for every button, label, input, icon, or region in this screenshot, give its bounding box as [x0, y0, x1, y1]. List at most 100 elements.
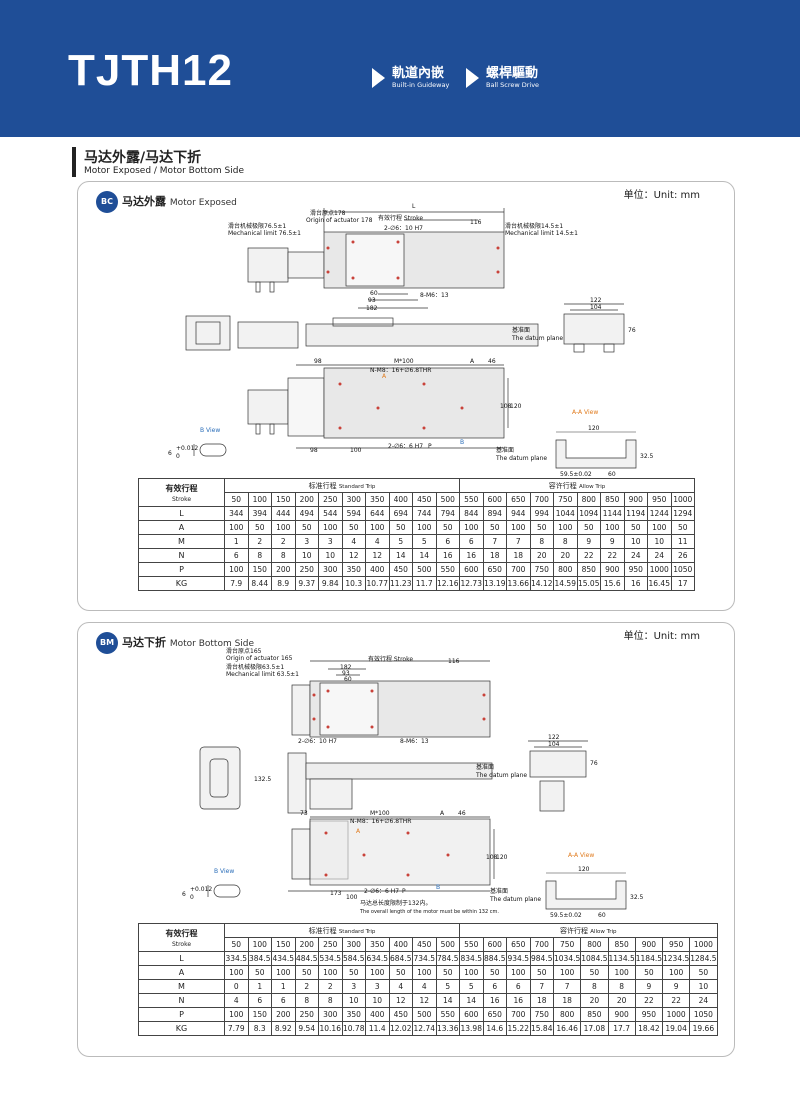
- table-cell: 794: [435, 506, 460, 521]
- dim-122: 122: [548, 734, 560, 741]
- section-bar: [72, 147, 76, 177]
- table-cell: 100: [224, 562, 249, 577]
- page-header: TJTH12 軌道內嵌 Built-in Guideway 螺桿驅動 Ball …: [0, 0, 800, 137]
- table-cell: 400: [365, 562, 390, 577]
- table-cell: 16: [459, 548, 484, 563]
- table-cell: 10: [341, 993, 366, 1008]
- table-cell: 50: [435, 965, 460, 980]
- table-cell: 884.5: [482, 951, 507, 966]
- dim-182: 182: [340, 664, 352, 671]
- table-cell: 2: [271, 534, 296, 549]
- view-mark-B: B: [436, 884, 440, 891]
- panel-title-en: Motor Bottom Side: [169, 639, 255, 649]
- motor-note-en: The overall length of the motor must be …: [359, 909, 499, 915]
- table-cell: 9.84: [318, 576, 343, 591]
- table-cell: 50: [634, 965, 664, 980]
- table-cell: 50: [388, 965, 413, 980]
- table-cell: 22: [634, 993, 664, 1008]
- table-cell: 7: [482, 534, 507, 549]
- table-cell: 50: [294, 520, 319, 535]
- stroke-cell: 600: [482, 937, 507, 952]
- table-cell: 650: [482, 1007, 507, 1022]
- dim-A: A: [440, 810, 445, 817]
- datum-en: The datum plane: [511, 335, 563, 342]
- table-cell: 100: [552, 965, 582, 980]
- table-cell: 850: [576, 562, 601, 577]
- table-cell: 1044: [553, 506, 578, 521]
- table-cell: 13.66: [506, 576, 531, 591]
- table-cell: 5: [412, 534, 437, 549]
- table-cell: 13.19: [482, 576, 507, 591]
- table-cell: 13.98: [459, 1021, 484, 1036]
- dim-100: 100: [350, 447, 362, 454]
- table-cell: 950: [634, 1007, 664, 1022]
- table-cell: 250: [294, 562, 319, 577]
- table-cell: 7.79: [224, 1021, 249, 1036]
- table-cell: 1084.5: [580, 951, 609, 966]
- dim-76: 76: [590, 760, 598, 767]
- stroke-cell: 550: [459, 492, 484, 507]
- dim-m100: M*100: [394, 358, 414, 365]
- table-cell: 684.5: [388, 951, 413, 966]
- table-cell: 11: [670, 534, 695, 549]
- table-cell: 22: [661, 993, 691, 1008]
- datum-en: The datum plane: [475, 772, 527, 779]
- table-cell: 26: [670, 548, 695, 563]
- m6-spec: 8-M6：13: [420, 292, 449, 299]
- table-cell: 14: [412, 548, 437, 563]
- table-cell: 744: [412, 506, 437, 521]
- stroke-cell: 550: [459, 937, 484, 952]
- dim-122: 122: [590, 297, 602, 304]
- table-cell: 350: [341, 1007, 366, 1022]
- table-cell: 24: [647, 548, 672, 563]
- dim-P: P: [428, 443, 432, 450]
- dim-98-top: 98: [314, 358, 322, 365]
- table-cell: 834.5: [459, 951, 484, 966]
- dim-32: 32.5: [640, 453, 654, 460]
- table-cell: 8.3: [247, 1021, 272, 1036]
- dim-108: 108: [486, 854, 498, 861]
- dim-76: 76: [628, 327, 636, 334]
- stroke-cell: 900: [623, 492, 648, 507]
- panel-badge: BM: [96, 632, 118, 654]
- table-cell: 10: [318, 548, 343, 563]
- table-cell: 8: [580, 979, 609, 994]
- stroke-cell: 1000: [670, 492, 695, 507]
- table-cell: 7: [506, 534, 531, 549]
- nm8-spec: N-M8：16+∅6.8THR: [370, 367, 431, 374]
- table-cell: 100: [506, 520, 531, 535]
- table-cell: 0: [224, 979, 249, 994]
- origin-en: Origin of actuator 178: [306, 217, 373, 224]
- table-cell: 14: [459, 993, 484, 1008]
- table-cell: 634.5: [365, 951, 390, 966]
- table-cell: 9: [576, 534, 601, 549]
- table-cell: 14: [388, 548, 413, 563]
- table-cell: 550: [435, 1007, 460, 1022]
- table-cell: 8: [294, 993, 319, 1008]
- feature-zh: 螺桿驅動: [486, 66, 539, 81]
- play-arrow-icon: [372, 68, 385, 88]
- table-cell: 1094: [576, 506, 601, 521]
- table-cell: 6: [482, 979, 507, 994]
- table-cell: 15.05: [576, 576, 601, 591]
- table-cell: 6: [459, 534, 484, 549]
- table-cell: 17: [670, 576, 695, 591]
- stroke-label: 有效行程 Stroke: [378, 214, 423, 222]
- table-cell: 16.46: [552, 1021, 582, 1036]
- mech-left-en: Mechanical limit 63.5±1: [226, 671, 299, 678]
- table-cell: 784.5: [435, 951, 460, 966]
- row-label: L: [138, 506, 225, 521]
- row-label: KG: [138, 1021, 225, 1036]
- table-cell: 700: [506, 562, 531, 577]
- table-cell: 9: [600, 534, 625, 549]
- tol-upper: +0.012: [176, 445, 198, 452]
- tol-base: 6: [168, 450, 172, 457]
- dim-120: 120: [510, 403, 522, 410]
- row-label: M: [138, 534, 225, 549]
- datum2-en: The datum plane: [495, 455, 547, 462]
- datum-zh: 基准面: [512, 326, 530, 334]
